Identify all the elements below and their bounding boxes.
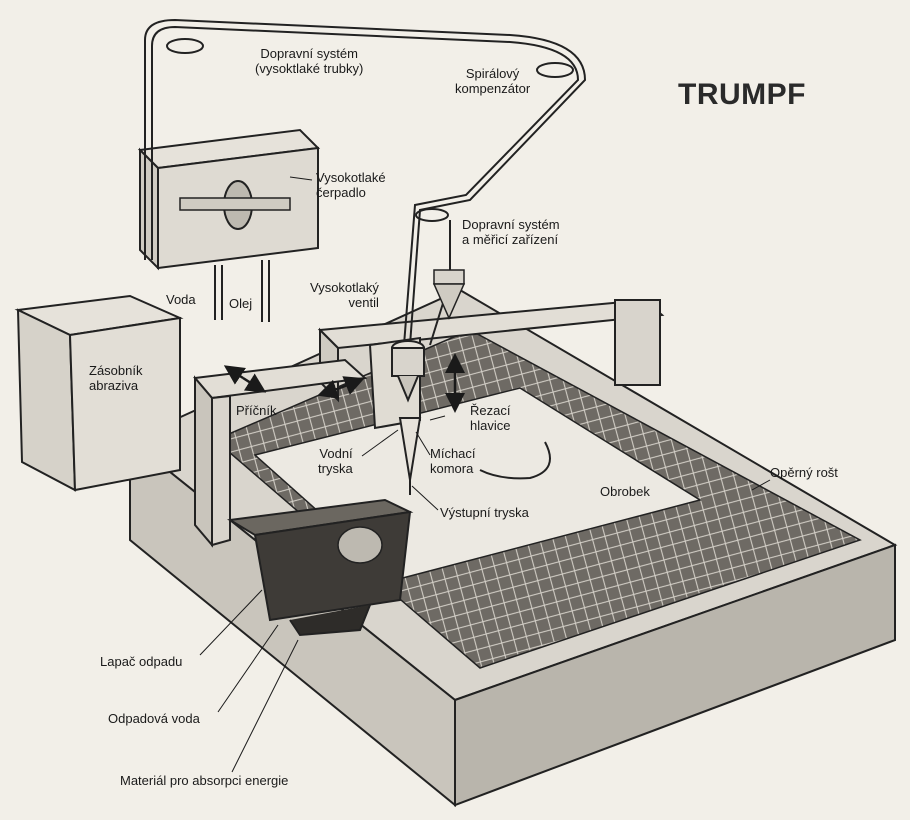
label-water: Voda: [166, 292, 196, 307]
label-water-nozzle: Vodní tryska: [318, 446, 353, 476]
cutting-head-assembly: [391, 340, 456, 495]
label-energy-absorption: Materiál pro absorpci energie: [120, 773, 289, 788]
label-crossbeam: Příčník: [236, 403, 277, 418]
label-spiral-compensator: Spirálový kompenzátor: [455, 66, 531, 96]
waste-catcher: [227, 498, 414, 637]
abrasive-reservoir-box: [14, 294, 184, 492]
high-pressure-tubes: [144, 18, 587, 346]
label-high-pressure-pump: Vysokotlaké čerpadlo: [316, 170, 386, 200]
label-transport-measuring: Dopravní systém a měřicí zařízení: [462, 217, 560, 247]
label-abrasive-reservoir: Zásobník abraziva: [89, 363, 143, 393]
gantry: [193, 298, 665, 548]
label-outlet-nozzle: Výstupní tryska: [440, 505, 529, 520]
label-transport-system: Dopravní systém (vysoktlaké trubky): [255, 46, 364, 76]
metering-unit: [432, 269, 466, 320]
motion-arrows: [223, 353, 465, 413]
label-waste-water: Odpadová voda: [108, 711, 200, 726]
label-workpiece: Obrobek: [600, 484, 650, 499]
label-cutting-head: Řezací hlavice: [470, 403, 511, 433]
label-mixing-chamber: Míchací komora: [430, 446, 476, 476]
label-support-grate: Opěrný rošt: [770, 465, 838, 480]
brand-logo-text: TRUMPF: [678, 78, 806, 111]
label-waste-catcher: Lapač odpadu: [100, 654, 183, 669]
label-high-pressure-valve: Vysokotlaký ventil: [310, 280, 379, 310]
label-oil: Olej: [229, 296, 253, 311]
leader-lines: [199, 176, 771, 773]
